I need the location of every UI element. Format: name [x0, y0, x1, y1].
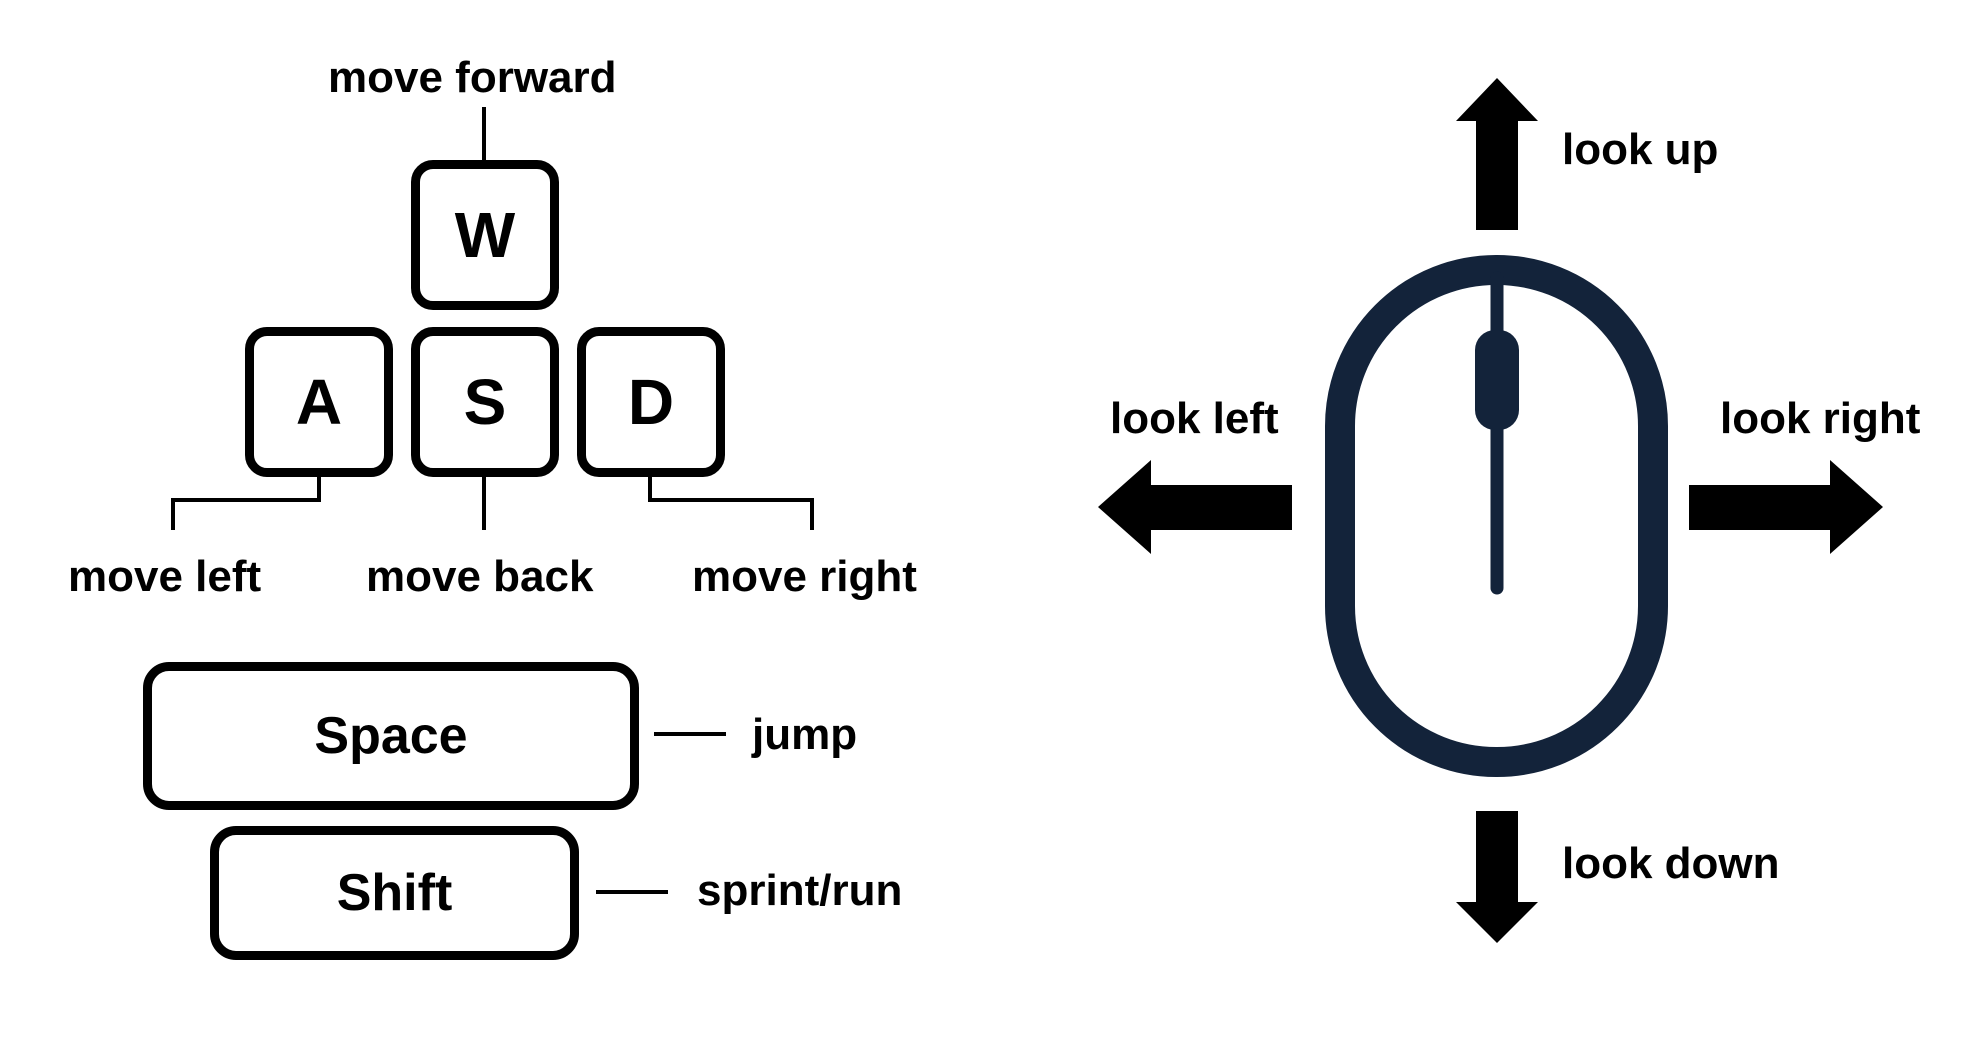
- key-d-label: D: [627, 366, 675, 438]
- arrow-down-icon: [1456, 811, 1538, 943]
- label-sprint: sprint/run: [697, 866, 903, 915]
- label-look-up: look up: [1562, 125, 1719, 174]
- key-space: Space: [143, 662, 639, 810]
- label-move-left: move left: [68, 552, 262, 601]
- key-w: W: [411, 160, 559, 310]
- label-move-forward: move forward: [328, 53, 617, 102]
- connector-right: [648, 476, 814, 530]
- mouse-outline: [1325, 255, 1668, 777]
- label-move-back: move back: [366, 552, 594, 601]
- key-d: D: [577, 327, 725, 477]
- arrow-right-icon: [1689, 460, 1883, 554]
- key-a: A: [245, 327, 393, 477]
- key-w-label: W: [454, 199, 516, 271]
- key-s-label: S: [463, 366, 507, 438]
- label-look-left: look left: [1110, 394, 1279, 443]
- label-look-right: look right: [1720, 394, 1921, 443]
- key-a-label: A: [295, 366, 343, 438]
- connector-left: [171, 476, 321, 530]
- key-shift: Shift: [210, 826, 579, 960]
- key-s: S: [411, 327, 559, 477]
- key-shift-label: Shift: [336, 864, 453, 922]
- mouse-icon: [1325, 255, 1668, 777]
- mouse-scroll-wheel: [1475, 330, 1519, 430]
- label-look-down: look down: [1562, 839, 1780, 888]
- key-space-label: Space: [314, 707, 468, 765]
- label-jump: jump: [752, 710, 858, 759]
- arrow-left-icon: [1098, 460, 1292, 554]
- label-move-right: move right: [692, 552, 917, 601]
- arrow-up-icon: [1456, 78, 1538, 230]
